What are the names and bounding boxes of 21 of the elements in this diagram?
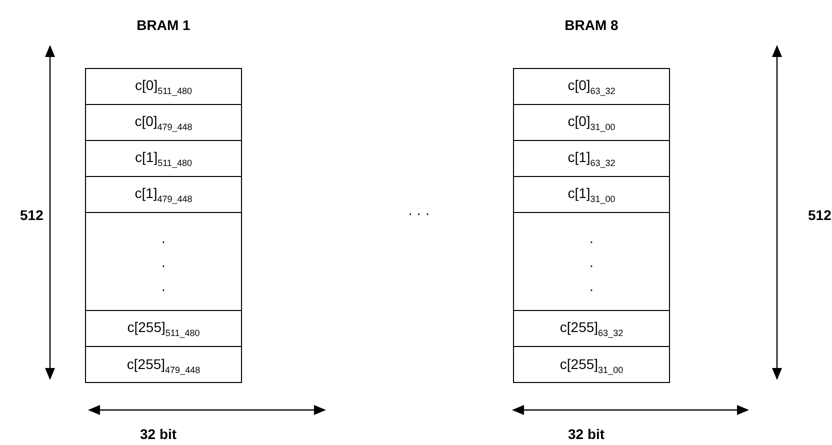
width-label: 32 bit — [568, 426, 605, 442]
depth-label: 512 — [808, 207, 832, 223]
word-label: c[1]$_{511_480}$ — [135, 149, 192, 168]
ellipsis-label: · · · — [408, 205, 430, 221]
word-label: c[0]$_{511_480}$ — [135, 77, 192, 96]
word-label: c[1]$_{479_448}$ — [134, 185, 192, 204]
word-label: c[1]$_{31_00}$ — [568, 185, 616, 204]
word-label: c[0]$_{63_32}$ — [568, 77, 616, 96]
vertical-ellipsis: . . . — [160, 228, 166, 296]
word-label: c[1]$_{63_32}$ — [568, 149, 616, 168]
word-label: c[255]$_{31_00}$ — [560, 356, 624, 375]
vertical-ellipsis: . . . — [588, 228, 594, 296]
depth-label: 512 — [20, 207, 44, 223]
word-label: c[255]$_{511_480}$ — [127, 319, 200, 338]
block-title: BRAM 8 — [564, 17, 620, 33]
word-label: c[255]$_{479_448}$ — [126, 356, 200, 375]
word-label: c[0]$_{479_448}$ — [134, 113, 192, 132]
width-label: 32 bit — [140, 426, 177, 442]
word-label: c[255]$_{63_32}$ — [560, 319, 624, 338]
block-title: BRAM 1 — [136, 17, 192, 33]
word-label: c[0]$_{31_00}$ — [568, 113, 616, 132]
